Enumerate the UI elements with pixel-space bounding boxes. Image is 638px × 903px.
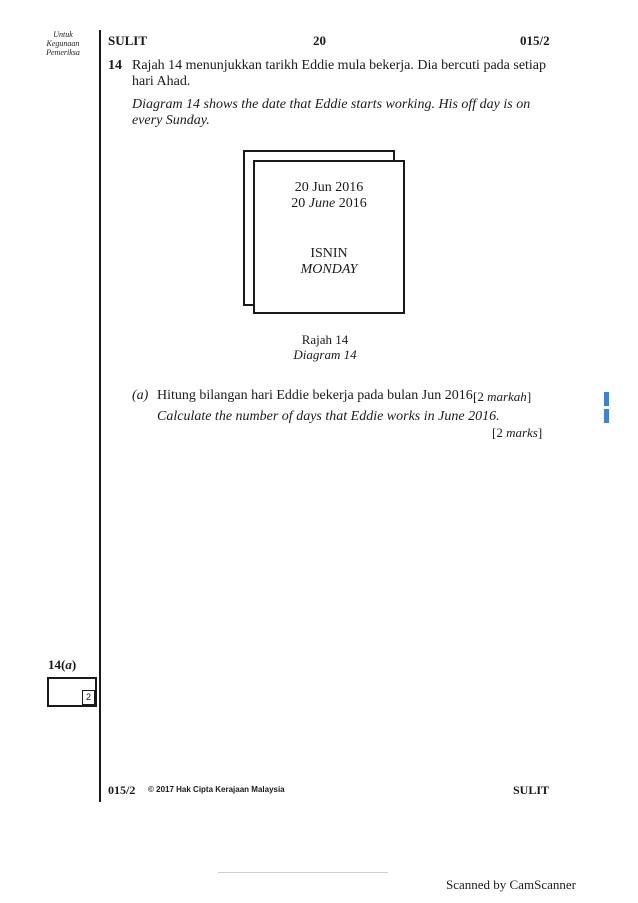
question-english-line-2: every Sunday. xyxy=(132,113,210,128)
margin-note-line-2: Kegunaan xyxy=(46,39,80,48)
camscanner-watermark: Scanned by CamScanner xyxy=(446,877,576,892)
margin-divider-line xyxy=(99,30,101,802)
diagram-caption-english: Diagram 14 xyxy=(293,347,357,362)
part-a-english-marks: [2 marks] xyxy=(492,425,543,440)
side-marker-top xyxy=(604,392,609,406)
paper-code: 015/2 xyxy=(520,33,550,48)
calendar-date-english-year: 2016 xyxy=(335,196,367,211)
margin-box-label: 14(a) xyxy=(48,657,77,672)
part-a-malay-marks: [2 markah] xyxy=(473,389,532,404)
diagram-caption-malay: Rajah 14 xyxy=(301,332,349,347)
footer-sulit: SULIT xyxy=(513,783,550,797)
calendar-date-malay: 20 Jun 2016 xyxy=(294,180,364,195)
calendar-date-english-month: June xyxy=(308,196,336,211)
margin-mark-box xyxy=(47,677,97,707)
margin-note-line-1: Untuk xyxy=(53,30,73,39)
question-malay-line-2: hari Ahad. xyxy=(132,74,191,89)
question-number: 14 xyxy=(108,58,122,73)
header-sulit: SULIT xyxy=(108,33,148,48)
calendar-day-malay: ISNIN xyxy=(310,246,348,261)
calendar-card: 20 Jun 2016 20 June 2016 ISNIN MONDAY xyxy=(253,160,405,314)
part-a-label: (a) xyxy=(132,388,149,403)
question-malay-line-1: Rajah 14 menunjukkan tarikh Eddie mula b… xyxy=(132,58,547,73)
calendar-day-english: MONDAY xyxy=(300,262,358,277)
part-a-malay: Hitung bilangan hari Eddie bekerja pada … xyxy=(157,388,477,403)
side-marker-bottom xyxy=(604,409,609,423)
calendar-date-english: 20 June 2016 xyxy=(255,196,403,212)
examiner-margin-note: Untuk Kegunaan Pemeriksa xyxy=(36,30,90,57)
scan-artifact-line xyxy=(218,872,388,873)
footer-copyright: © 2017 Hak Cipta Kerajaan Malaysia xyxy=(148,785,285,794)
margin-mark-value: 2 xyxy=(82,690,95,705)
page-number: 20 xyxy=(313,33,326,48)
part-a-english: Calculate the number of days that Eddie … xyxy=(157,409,500,424)
margin-note-line-3: Pemeriksa xyxy=(46,48,80,57)
footer-paper-code: 015/2 xyxy=(108,783,136,797)
question-english-line-1: Diagram 14 shows the date that Eddie sta… xyxy=(132,97,531,112)
calendar-date-english-day: 20 xyxy=(291,196,309,211)
